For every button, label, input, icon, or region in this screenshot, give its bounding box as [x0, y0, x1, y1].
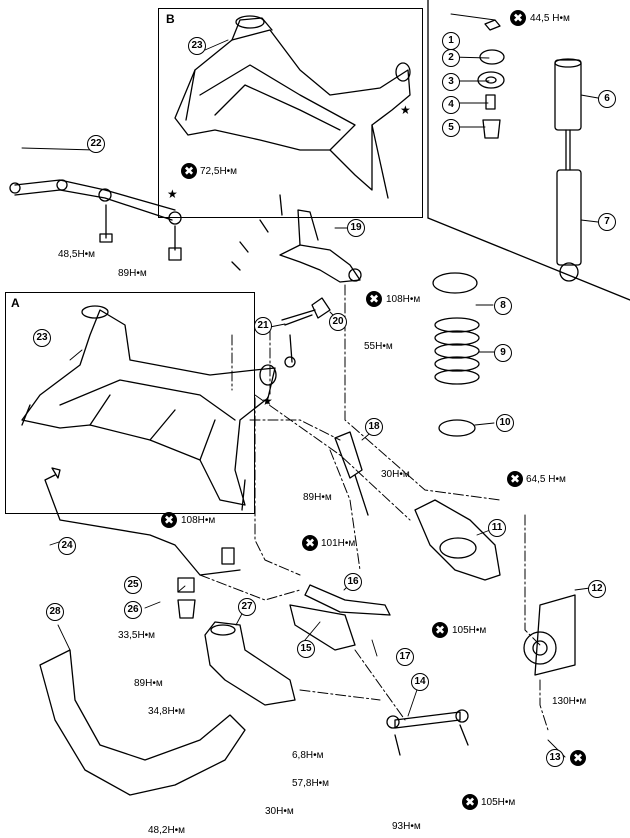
callout-15: 15 [297, 640, 315, 658]
torque-label: 108Н•м [181, 515, 216, 526]
torque-label: 89Н•м [134, 678, 163, 689]
torque-label: 55Н•м [364, 341, 393, 352]
callout-26: 26 [124, 601, 142, 619]
shock-absorber-drawing [554, 58, 582, 282]
link-14-drawing [394, 711, 461, 729]
seat-8-drawing [432, 272, 478, 294]
callout-11: 11 [488, 519, 506, 537]
panel-b-label: B [166, 12, 175, 26]
star-marker: ★ [262, 394, 273, 408]
callout-8: 8 [494, 297, 512, 315]
torque-label: 108Н•м [386, 294, 421, 305]
torque-label: 89Н•м [118, 268, 147, 279]
link-22-drawing [14, 179, 176, 221]
replace-mark: ✖ [510, 10, 526, 26]
replace-mark: ✖ [302, 535, 318, 551]
callout-28: 28 [46, 603, 64, 621]
callout-17: 17 [396, 648, 414, 666]
callout-4: 4 [442, 96, 460, 114]
callout-1: 1 [442, 32, 460, 50]
callout-3: 3 [442, 73, 460, 91]
heat-shield-drawing [39, 649, 246, 796]
link-20-drawing [311, 297, 331, 319]
link-21-drawing [281, 309, 316, 326]
callout-21: 21 [254, 317, 272, 335]
subframe-a-drawing [21, 305, 277, 511]
spring-drawing [434, 317, 480, 385]
panel-a-frame [5, 292, 255, 514]
star-marker: ★ [167, 187, 178, 201]
callout-7: 7 [598, 213, 616, 231]
torque-label: 101Н•м [321, 538, 356, 549]
torque-label: 33,5Н•м [118, 630, 156, 641]
callout-12: 12 [588, 580, 606, 598]
divider-line [427, 217, 630, 301]
replace-mark: ✖ [507, 471, 523, 487]
callout-23-a: 23 [33, 329, 51, 347]
replace-mark: ✖ [432, 622, 448, 638]
panel-a-label: A [11, 296, 20, 310]
callout-25: 25 [124, 576, 142, 594]
torque-label: 105Н•м [481, 797, 516, 808]
torque-label: 44,5 Н•м [530, 13, 570, 24]
replace-mark: ✖ [161, 512, 177, 528]
replace-mark: ✖ [366, 291, 382, 307]
member-27-drawing [204, 621, 296, 706]
callout-2: 2 [442, 49, 460, 67]
shock-18-drawing [334, 431, 369, 516]
callout-22: 22 [87, 135, 105, 153]
callout-10: 10 [496, 414, 514, 432]
torque-label: 30Н•м [265, 806, 294, 817]
seat-10-drawing [438, 419, 476, 437]
subframe-b-drawing [174, 15, 411, 199]
torque-label: 64,5 Н•м [526, 474, 566, 485]
callout-19: 19 [347, 219, 365, 237]
callout-23-b: 23 [188, 37, 206, 55]
bracket-15-drawing [289, 604, 356, 651]
callout-24: 24 [58, 537, 76, 555]
callout-20: 20 [329, 313, 347, 331]
star-marker: ★ [400, 103, 411, 117]
torque-label: 57,8Н•м [292, 778, 330, 789]
hub-drawing [523, 594, 576, 676]
panel-b-frame [158, 8, 423, 218]
callout-5: 5 [442, 119, 460, 137]
torque-label: 89Н•м [303, 492, 332, 503]
torque-label: 30Н•м [381, 469, 410, 480]
torque-label: 105Н•м [452, 625, 487, 636]
torque-label: 93Н•м [392, 821, 421, 832]
lower-arm-drawing [414, 499, 501, 581]
arm-16-drawing [304, 584, 391, 616]
replace-mark: ✖ [181, 163, 197, 179]
torque-label: 72,5Н•м [200, 166, 238, 177]
torque-label: 130Н•м [552, 696, 587, 707]
replace-mark: ✖ [462, 794, 478, 810]
torque-label: 48,2Н•м [148, 825, 186, 836]
callout-18: 18 [365, 418, 383, 436]
torque-label: 48,5Н•м [58, 249, 96, 260]
callout-9: 9 [494, 344, 512, 362]
upper-arm-drawing [279, 244, 361, 283]
callout-14: 14 [411, 673, 429, 691]
callout-6: 6 [598, 90, 616, 108]
callout-27: 27 [238, 598, 256, 616]
torque-label: 34,8Н•м [148, 706, 186, 717]
replace-mark: ✖ [570, 750, 586, 766]
torque-label: 6,8Н•м [292, 750, 324, 761]
callout-13: 13 [546, 749, 564, 767]
callout-16: 16 [344, 573, 362, 591]
